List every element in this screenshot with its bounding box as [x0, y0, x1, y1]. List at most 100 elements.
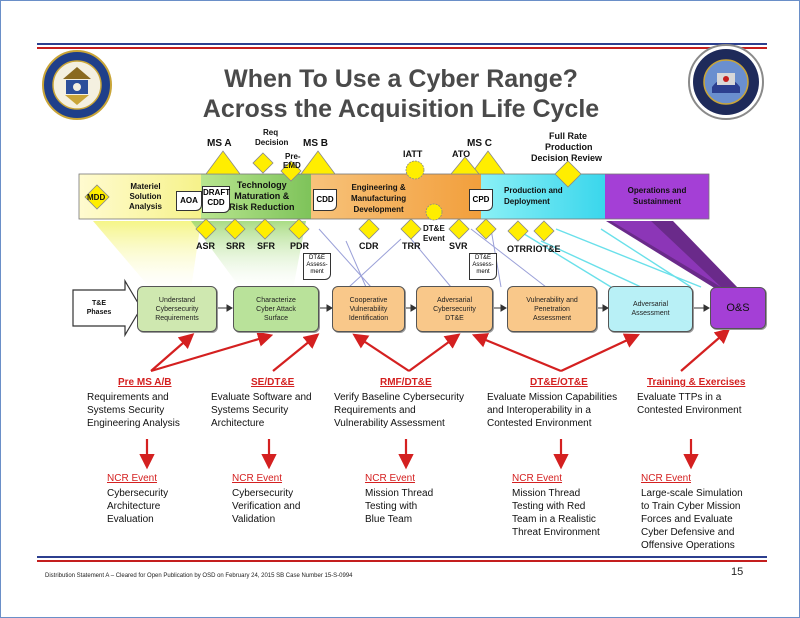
cdd-doc: CDD — [313, 189, 337, 211]
page-number: 15 — [731, 566, 744, 578]
distribution-statement: Distribution Statement A – Cleared for O… — [45, 573, 353, 579]
srr-label: SRR — [226, 241, 246, 251]
funnel-msa — [93, 221, 201, 289]
dte-event-diamond — [475, 218, 497, 240]
dte-assessment-doc-1: DT&E Assess- ment — [303, 253, 331, 280]
ncr-event-title-1: NCR Event — [107, 473, 158, 484]
mdd-label: MDD — [87, 193, 106, 202]
slide-title-line-2: Across the Acquisition Life Cycle — [202, 95, 600, 123]
phase-emd-label: Engineering & Manufacturing Development — [351, 183, 407, 214]
te-phases-label: T&E Phases — [86, 300, 112, 316]
use-case-arrows — [139, 328, 731, 470]
ms-a-label: MS A — [207, 138, 232, 149]
frpdr-label-2: Production — [545, 142, 593, 152]
req-decision-label-2: Decision — [255, 138, 289, 147]
ms-b-triangle — [300, 150, 336, 175]
phase-tmrr-label: Technology Maturation & Risk Reduction — [229, 180, 295, 212]
ncr-event-title-4: NCR Event — [512, 473, 563, 484]
phase-pd — [481, 174, 605, 219]
asr-diamond — [195, 218, 217, 240]
otrr-label: OTRR — [507, 244, 533, 254]
svr-label: SVR — [449, 241, 468, 251]
srr-diamond — [224, 218, 246, 240]
use-heading-dte-ote: DT&E/OT&E — [530, 377, 588, 388]
ms-c-label: MS C — [467, 138, 492, 149]
trr-diamond — [400, 218, 422, 240]
ncr-event-title-2: NCR Event — [232, 473, 283, 484]
slide-title-line-1: When To Use a Cyber Range? — [224, 65, 578, 93]
mdd-diamond — [84, 184, 110, 210]
cpd-doc: CPD — [469, 189, 493, 211]
pdr-label: PDR — [290, 241, 310, 251]
aoa-doc: AOA — [176, 191, 202, 211]
dte-assessment-doc-2: DT&E Assess- ment — [469, 253, 497, 280]
trmc-seal-logo — [42, 50, 112, 120]
pre-emd-label-2: EMD — [283, 161, 301, 170]
phase-emd — [311, 174, 481, 219]
req-decision-diamond — [252, 152, 274, 174]
frpdr-label-3: Decision Review — [531, 153, 603, 163]
ms-b-label: MS B — [303, 138, 328, 149]
use-heading-se-dte: SE/DT&E — [251, 377, 295, 388]
te-step-os: O&S — [710, 287, 766, 329]
iatt-circle — [405, 160, 425, 180]
asr-label: ASR — [196, 241, 216, 251]
phase-pd-label: Production and Deployment — [504, 186, 563, 206]
pre-emd-diamond — [280, 160, 302, 182]
acquisition-lifecycle-diagram — [72, 150, 739, 338]
frpdr-diamond — [554, 160, 582, 188]
sfr-label: SFR — [257, 241, 275, 251]
iote-diamond — [533, 220, 555, 242]
sfr-diamond — [254, 218, 276, 240]
ato-triangle — [450, 156, 480, 175]
pre-emd-label-1: Pre- — [285, 152, 301, 161]
bottom-rule-blue — [37, 556, 767, 558]
ms-a-triangle — [205, 150, 241, 175]
ncr-event-title-5: NCR Event — [641, 473, 692, 484]
use-heading-pre-ms-ab: Pre MS A/B — [118, 377, 172, 388]
ato-label: ATO — [452, 149, 471, 159]
trr-label: TRR — [402, 241, 421, 251]
pdr-diamond — [288, 218, 310, 240]
cdr-diamond — [358, 218, 380, 240]
phase-os — [605, 174, 709, 219]
use-heading-training: Training & Exercises — [647, 377, 746, 388]
phase-msa-label: Materiel Solution Analysis — [129, 182, 162, 211]
svr-diamond — [448, 218, 470, 240]
iote-label: IOT&E — [533, 244, 561, 254]
use-heading-rmf-dte: RMF/DT&E — [380, 377, 432, 388]
iatt-label: IATT — [403, 149, 423, 159]
te-phases-arrow — [72, 278, 142, 338]
ncr-seal-logo — [688, 44, 764, 120]
top-rule-red — [37, 47, 767, 49]
otrr-diamond — [507, 220, 529, 242]
funnel-tmrr — [191, 221, 306, 289]
dte-event-label: DT&E Event — [423, 224, 445, 243]
ms-c-triangle — [470, 150, 506, 175]
emd-dotted-circle — [425, 203, 443, 221]
req-decision-label-1: Req — [263, 128, 279, 137]
ncr-event-title-3: NCR Event — [365, 473, 416, 484]
cdr-label: CDR — [359, 241, 379, 251]
bottom-rule-red — [37, 560, 767, 562]
draft-cdd-doc: DRAFT CDD — [202, 186, 230, 213]
frpdr-label-1: Full Rate — [549, 131, 588, 141]
phase-os-label: Operations and Sustainment — [627, 186, 687, 206]
